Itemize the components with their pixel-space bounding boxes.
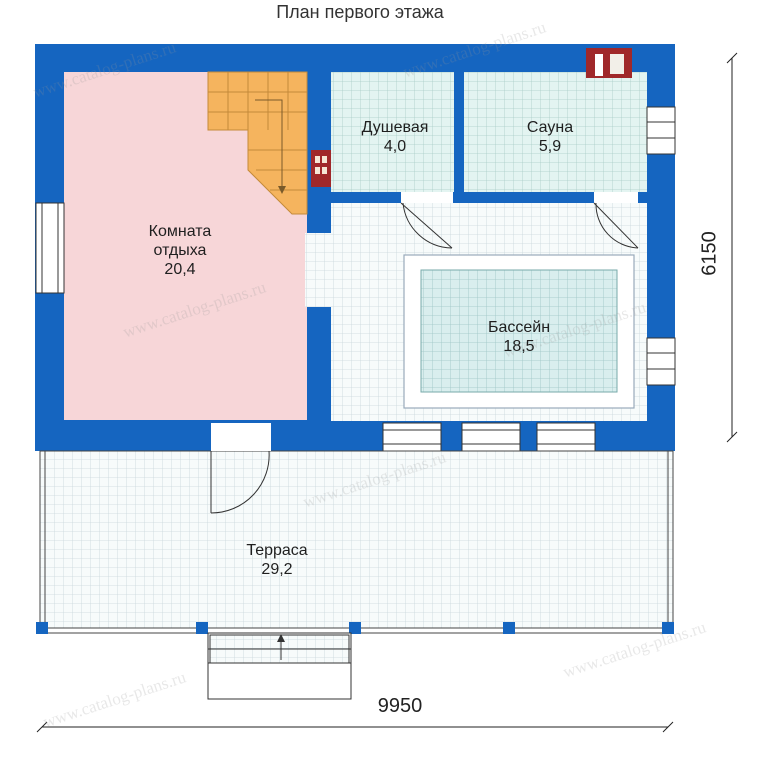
room-label-shower: Душевая 4,0 xyxy=(340,118,450,156)
room-area: 18,5 xyxy=(503,338,535,355)
lounge-floor xyxy=(64,72,307,420)
room-label-terrace: Терраса 29,2 xyxy=(222,541,332,579)
dimension-width: 9950 xyxy=(377,695,423,717)
staircase xyxy=(207,71,308,215)
room-label-sauna: Сауна 5,9 xyxy=(495,118,605,156)
sauna-door xyxy=(593,192,639,249)
room-label-pool: Бассейн 18,5 xyxy=(464,318,574,356)
dimension-lines xyxy=(36,52,738,733)
shower-door xyxy=(400,192,453,249)
plan-title: План первого этажа xyxy=(276,2,444,22)
room-name: Бассейн xyxy=(487,319,551,336)
entrance-door xyxy=(210,423,271,514)
room-name: Душевая xyxy=(361,119,429,136)
room-area: 4,0 xyxy=(383,138,407,155)
stove-icon xyxy=(311,150,331,187)
room-name: Терраса xyxy=(246,542,308,559)
windows xyxy=(35,106,676,452)
lounge-opening xyxy=(305,233,333,307)
sauna-stove-icon xyxy=(586,48,632,78)
pool xyxy=(403,254,635,409)
terrace-posts xyxy=(36,622,674,634)
sauna-floor xyxy=(464,72,647,192)
room-name: Комната xyxy=(148,223,212,240)
terrace-floor xyxy=(39,450,674,629)
dimension-height: 6150 xyxy=(698,231,721,276)
room-area: 5,9 xyxy=(538,138,562,155)
room-area: 20,4 xyxy=(164,261,196,278)
shower-floor xyxy=(331,72,454,192)
room-name: Сауна xyxy=(526,119,574,136)
room-area: 29,2 xyxy=(261,561,293,578)
entrance-steps xyxy=(207,632,352,700)
room-name: отдыха xyxy=(153,242,207,259)
room-label-lounge: Комната отдыха 20,4 xyxy=(120,222,240,279)
